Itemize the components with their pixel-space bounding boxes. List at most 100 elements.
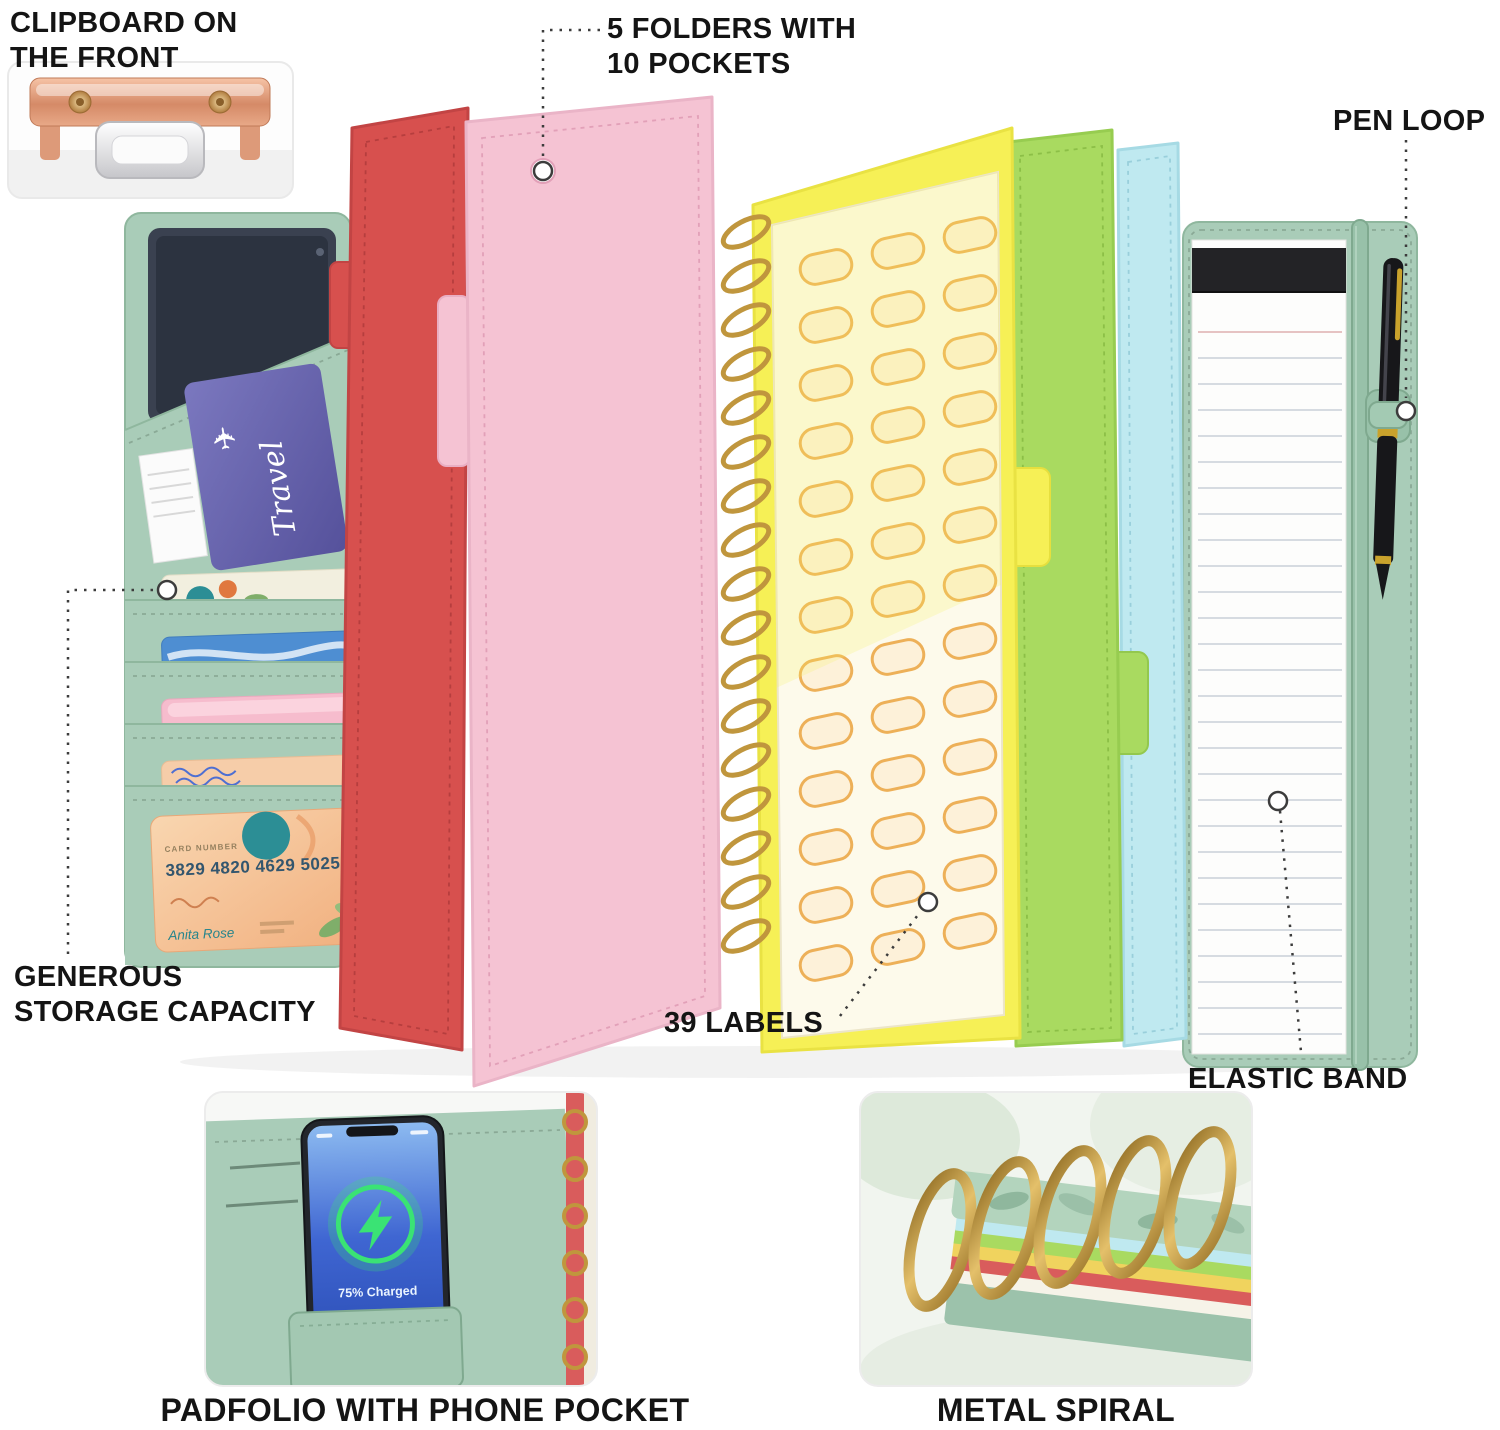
coil-dot: [562, 1297, 588, 1323]
label-sticker: [870, 580, 926, 618]
folder-film: [772, 172, 1001, 688]
callout-clipboard-line2: THE FRONT: [10, 42, 179, 75]
label-sticker: [942, 622, 998, 660]
spiral-ring: [720, 786, 772, 822]
coil-dots: [562, 1109, 588, 1370]
clipboard-clip: [29, 77, 271, 179]
spiral-ring: [720, 302, 772, 338]
cyan-folder: [1116, 141, 1188, 1048]
callout-folders-line2: 10 POCKETS: [607, 48, 791, 81]
charge-ring: [335, 1184, 415, 1264]
spiral-ring: [720, 214, 772, 250]
coil-dot: [562, 1203, 588, 1229]
label-sticker: [870, 290, 926, 328]
callout-elastic-band: ELASTIC BAND: [1188, 1063, 1408, 1095]
label-sticker: [798, 770, 854, 808]
label-sticker: [942, 564, 998, 602]
label-sticker: [798, 886, 854, 924]
callout-clipboard-line1: CLIPBOARD ON: [10, 7, 238, 39]
photo-right-border: [859, 1091, 1253, 1387]
marker-pen-loop: [1395, 400, 1417, 422]
label-sticker: [870, 522, 926, 560]
photo-left-border: [204, 1091, 598, 1387]
label-sticker: [942, 216, 998, 254]
coil-dot: [562, 1344, 588, 1370]
label-sticker: [798, 248, 854, 286]
label-sticker: [942, 448, 998, 486]
labels-grid: [798, 216, 998, 982]
callout-clipboard: CLIPBOARD ON THE FRONT: [10, 6, 238, 77]
connector-elastic: [1278, 810, 1303, 1053]
spiral-ring: [720, 522, 772, 558]
spiral-ring: [720, 478, 772, 514]
label-sticker: [798, 828, 854, 866]
marker-elastic: [1267, 790, 1289, 812]
elastic-band: [1351, 219, 1369, 1071]
label-sticker: [870, 754, 926, 792]
card-number-label: CARD NUMBER: [164, 842, 238, 854]
charge-status: 75% Charged: [338, 1284, 418, 1301]
callout-folders-line1: 5 FOLDERS WITH: [607, 13, 857, 45]
pen: [1373, 258, 1404, 600]
label-sticker: [798, 538, 854, 576]
caption-phone-pocket: PADFOLIO WITH PHONE POCKET: [160, 1392, 690, 1428]
callout-pen-loop: PEN LOOP: [1333, 105, 1486, 137]
card-slit-2: [225, 1199, 299, 1208]
credit-card: CARD NUMBER 3829 4820 4629 5025 Anita Ro…: [150, 807, 366, 953]
callout-storage-line1: GENEROUS: [14, 961, 183, 993]
label-sticker: [942, 332, 998, 370]
label-sticker: [870, 406, 926, 444]
notebook-edge: [566, 1092, 584, 1386]
spiral-rings: [720, 214, 772, 954]
connector-folders: [541, 28, 600, 158]
label-sticker: [870, 348, 926, 386]
coil-dot: [562, 1250, 588, 1276]
spiral-ring: [720, 874, 772, 910]
spiral-ring: [720, 654, 772, 690]
spiral-ring: [720, 258, 772, 294]
coil-dot: [562, 1109, 588, 1135]
label-sticker: [798, 306, 854, 344]
clipboard-photo-border: [7, 61, 294, 199]
spiral-ring: [720, 434, 772, 470]
marker-labels: [917, 891, 939, 913]
spiral-ring: [720, 390, 772, 426]
yellow-folder: [751, 126, 1051, 1054]
phone-pocket-flap: [287, 1306, 465, 1386]
spiral-ring: [720, 918, 772, 954]
red-folder: [329, 106, 470, 1052]
spiral-ring: [720, 698, 772, 734]
lightning-icon: [358, 1199, 393, 1251]
pink-folder-tab: [437, 295, 471, 467]
label-sticker: [798, 480, 854, 518]
spiral-ring: [720, 346, 772, 382]
pen-clip: [1394, 268, 1403, 341]
notepad: [1191, 239, 1347, 1055]
passport: ✈ Travel: [184, 363, 348, 571]
label-sticker: [942, 390, 998, 428]
label-sticker: [798, 712, 854, 750]
label-sticker: [798, 654, 854, 692]
label-sticker: [942, 796, 998, 834]
photo-phone-pocket: 75% Charged: [205, 1092, 597, 1386]
label-sticker: [798, 596, 854, 634]
label-sticker: [798, 364, 854, 402]
label-sticker: [870, 464, 926, 502]
label-sticker: [942, 854, 998, 892]
label-sticker: [870, 638, 926, 676]
spiral-ring: [720, 610, 772, 646]
phone-notch: [346, 1125, 399, 1137]
spiral-ring: [720, 830, 772, 866]
charge-glow: [327, 1176, 423, 1272]
label-sticker: [942, 506, 998, 544]
callout-39-labels: 39 LABELS: [664, 1007, 824, 1039]
notepad-binding: [1192, 248, 1346, 292]
card-slit-1: [229, 1161, 301, 1170]
marker-storage: [156, 579, 178, 601]
spiral-ring: [720, 566, 772, 602]
photo-metal-spiral: [860, 1092, 1252, 1386]
pink-folder: [437, 95, 722, 1088]
right-panel: [1182, 219, 1418, 1071]
